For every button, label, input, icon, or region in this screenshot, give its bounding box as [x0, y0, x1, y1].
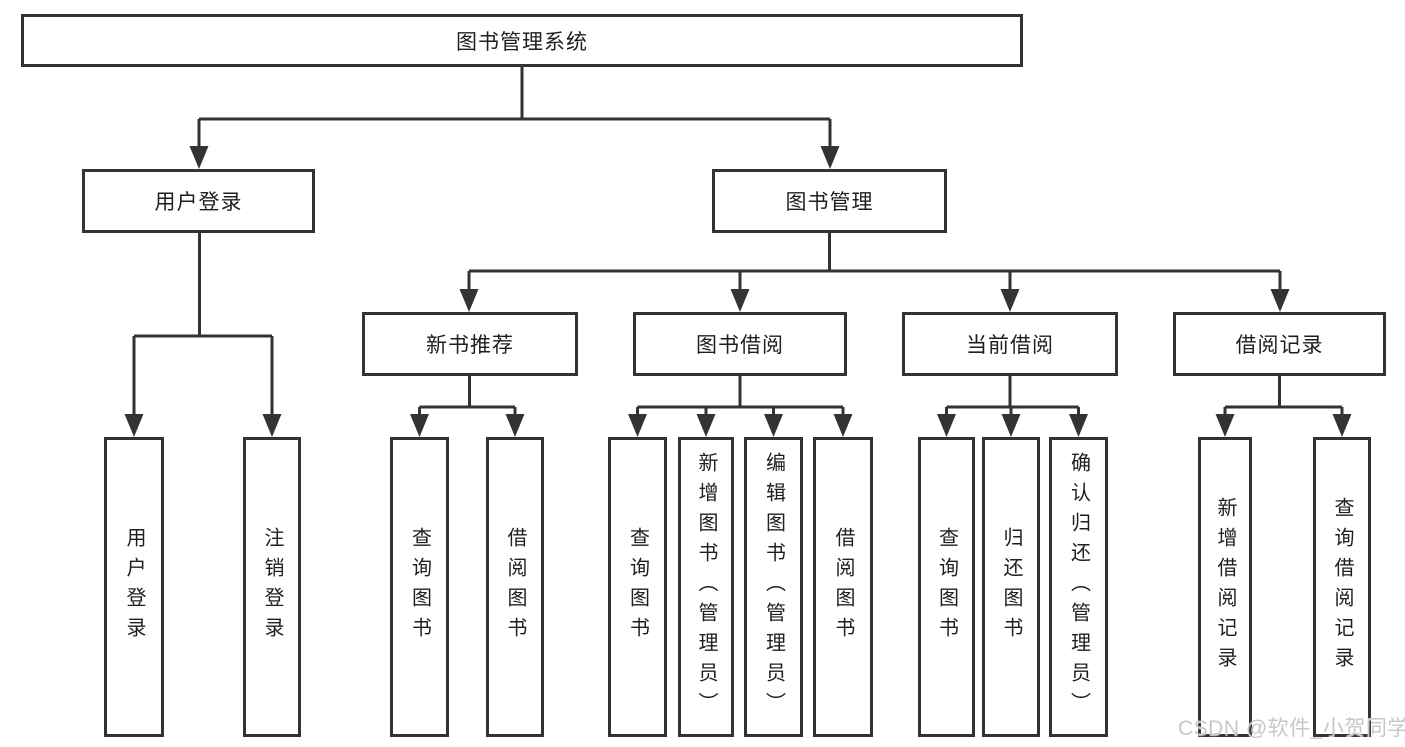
leaf-newbook-query-books: 查询图书: [390, 437, 449, 737]
arrow-down-icon: [833, 414, 853, 437]
arrow-down-icon: [505, 414, 525, 437]
leaf-current-confirm-return-admin: 确认归还（管理员）: [1049, 437, 1108, 737]
leaf-records-add-borrow-record: 新增借阅记录: [1198, 437, 1252, 737]
arrow-down-icon: [937, 414, 956, 437]
arrow-down-icon: [1000, 289, 1020, 312]
arrow-down-icon: [189, 146, 209, 169]
edge-new-book-to-leaves: [418, 376, 517, 416]
arrow-down-icon: [1001, 414, 1021, 437]
node-book-borrowing: 图书借阅: [633, 312, 847, 376]
leaf-logout: 注销登录: [243, 437, 301, 737]
arrow-down-icon: [124, 414, 144, 437]
node-new-book-recommend: 新书推荐: [362, 312, 578, 376]
leaf-borrow-add-books-admin: 新增图书（管理员）: [678, 437, 734, 737]
arrow-down-icon: [1215, 414, 1235, 437]
arrow-down-icon: [410, 414, 429, 437]
arrow-down-icon: [1332, 414, 1352, 437]
node-borrowing-records: 借阅记录: [1173, 312, 1386, 376]
arrow-down-icon: [459, 289, 479, 312]
leaf-current-query-books: 查询图书: [918, 437, 975, 737]
edge-user-login-to-leaves: [132, 233, 274, 416]
arrowheads: [124, 146, 1352, 437]
arrow-down-icon: [730, 289, 750, 312]
arrow-down-icon: [820, 146, 840, 169]
arrow-down-icon: [696, 414, 716, 437]
edge-borrow-records-to-leaves: [1223, 376, 1344, 416]
edge-book-mgmt-to-level3: [467, 233, 1282, 291]
csdn-watermark: CSDN @软件_小贺同学: [1178, 717, 1405, 740]
edge-book-borrow-to-leaves: [636, 376, 845, 416]
leaf-user-login: 用户登录: [104, 437, 164, 737]
leaf-borrow-borrow-books: 借阅图书: [813, 437, 873, 737]
node-current-borrowing: 当前借阅: [902, 312, 1118, 376]
arrow-down-icon: [628, 414, 647, 437]
arrow-down-icon: [1069, 414, 1088, 437]
edge-current-borrow-to-leaves: [945, 376, 1080, 416]
leaf-borrow-edit-books-admin: 编辑图书（管理员）: [744, 437, 803, 737]
node-user-login: 用户登录: [82, 169, 315, 233]
node-library-system: 图书管理系统: [21, 14, 1023, 67]
leaf-borrow-query-books: 查询图书: [608, 437, 667, 737]
arrow-down-icon: [764, 414, 783, 437]
leaf-records-query-borrow-record: 查询借阅记录: [1313, 437, 1371, 737]
leaf-current-return-books: 归还图书: [982, 437, 1040, 737]
leaf-newbook-borrow-books: 借阅图书: [486, 437, 544, 737]
arrow-down-icon: [262, 414, 282, 437]
arrow-down-icon: [1270, 289, 1290, 312]
edge-root-to-level2: [197, 67, 832, 148]
node-book-management: 图书管理: [712, 169, 947, 233]
